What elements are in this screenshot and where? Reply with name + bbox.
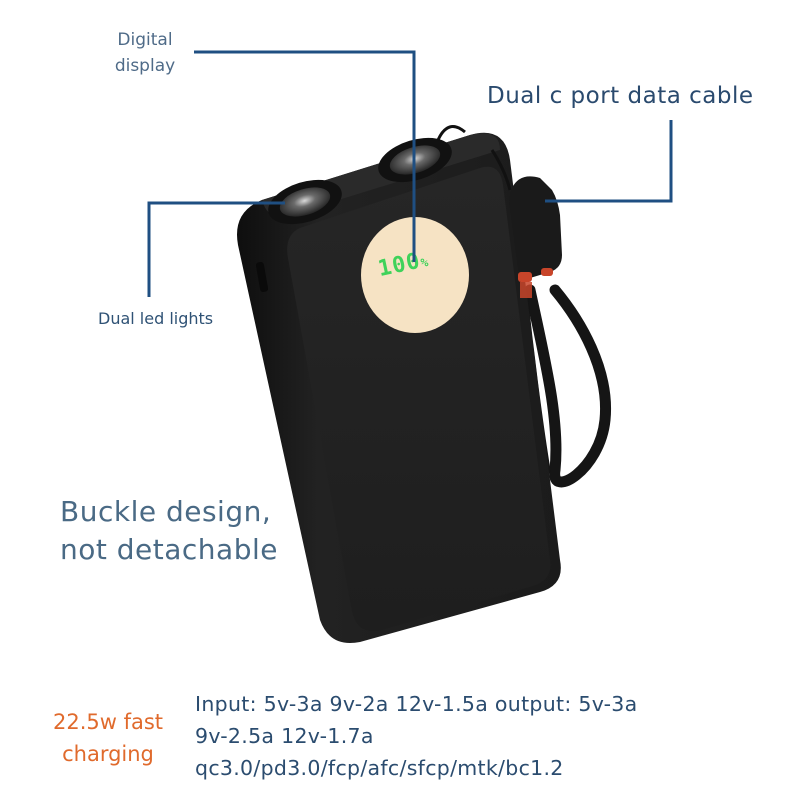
spec-line-3: qc3.0/pd3.0/fcp/afc/sfcp/mtk/bc1.2 — [195, 756, 564, 780]
lanyard — [436, 125, 466, 141]
digital-display-panel — [361, 217, 469, 333]
label-buckle-design: Buckle design, not detachable — [60, 495, 278, 566]
label-dual-c-port: Dual c port data cable — [487, 83, 754, 109]
spec-line-1: Input: 5v-3a 9v-2a 12v-1.5a output: 5v-3… — [195, 692, 638, 716]
device-front-face — [287, 166, 551, 632]
label-digital-display: Digital display — [114, 30, 176, 76]
label-dual-led: Dual led lights — [98, 309, 214, 328]
label-fast-charging: 22.5w fast charging — [52, 710, 164, 766]
spec-block: Input: 5v-3a 9v-2a 12v-1.5a output: 5v-3… — [195, 688, 638, 784]
spec-line-2: 9v-2.5a 12v-1.7a — [195, 724, 374, 748]
